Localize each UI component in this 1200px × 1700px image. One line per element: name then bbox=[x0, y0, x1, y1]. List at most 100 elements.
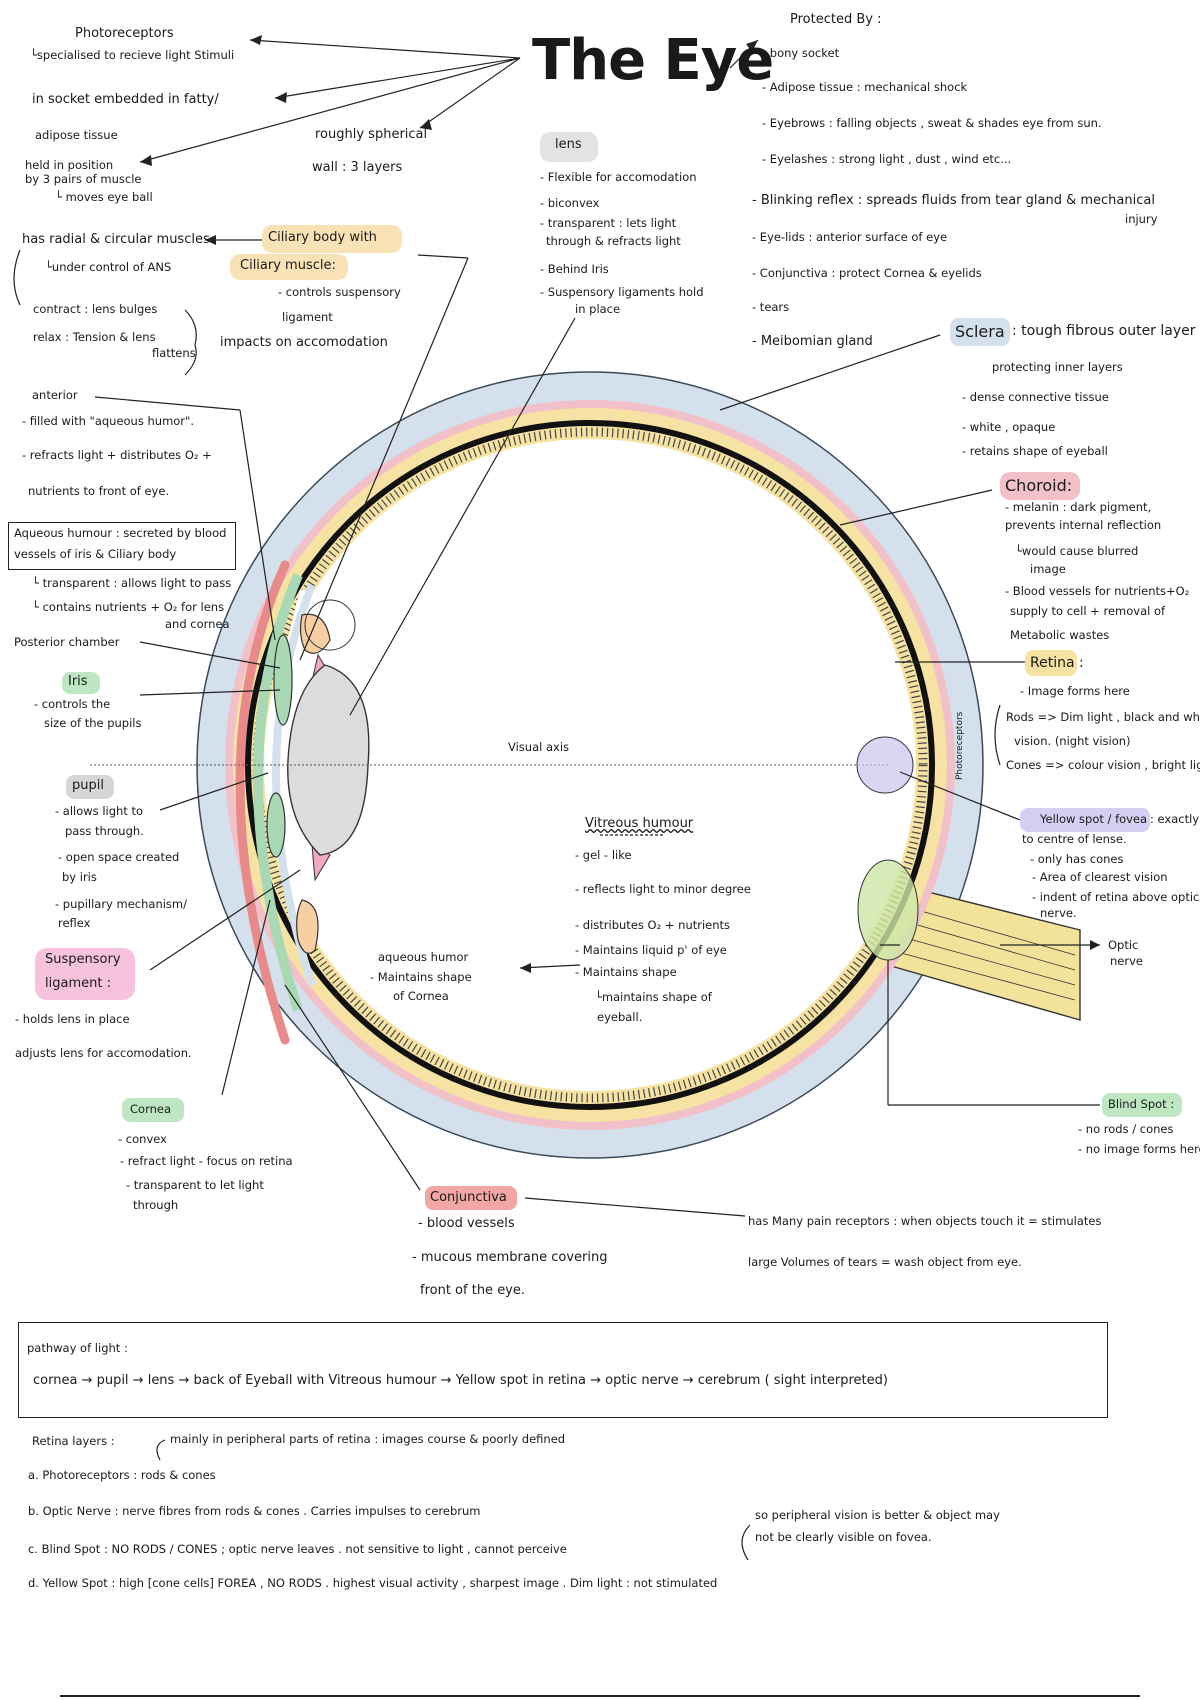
label-sclera: Sclera bbox=[955, 322, 1005, 341]
note-iris-2: size of the pupils bbox=[44, 716, 142, 730]
note-nutrients-front: nutrients to front of eye. bbox=[28, 484, 170, 498]
note-protected-7: - Conjunctiva : protect Cornea & eyelids bbox=[752, 266, 982, 280]
note-yellow-spot-4: - indent of retina above optic bbox=[1032, 890, 1200, 904]
note-protected-1: - bony socket bbox=[762, 46, 840, 60]
note-sclera-2: protecting inner layers bbox=[992, 360, 1123, 374]
note-aqueous-shape-2: of Cornea bbox=[393, 989, 449, 1003]
note-blind-spot-2: - no image forms here bbox=[1078, 1142, 1200, 1156]
note-peripheral-1: so peripheral vision is better & object … bbox=[755, 1508, 1000, 1522]
note-sclera-desc: : tough fibrous outer layer bbox=[1012, 323, 1196, 339]
note-conjunctiva-3: front of the eye. bbox=[420, 1283, 526, 1298]
note-contract: contract : lens bulges bbox=[33, 302, 158, 316]
label-pathway: pathway of light : bbox=[27, 1341, 128, 1355]
note-lens-5: - Behind Iris bbox=[540, 262, 609, 276]
note-adjusts: adjusts lens for accomodation. bbox=[15, 1046, 192, 1060]
label-retina-layers: Retina layers : bbox=[32, 1434, 115, 1448]
iris-lower bbox=[266, 792, 286, 858]
aqueous-box-line-2: vessels of iris & Ciliary body bbox=[14, 547, 177, 561]
pathway-of-light-box: pathway of light : cornea → pupil → lens… bbox=[18, 1322, 1108, 1418]
note-cornea-2: - refract light - focus on retina bbox=[120, 1154, 293, 1168]
note-yellow-spot-1: to centre of lense. bbox=[1022, 832, 1127, 846]
ciliary-body-lower bbox=[296, 899, 319, 954]
note-conjunctiva-1: - blood vessels bbox=[418, 1216, 515, 1231]
note-lens-4: through & refracts light bbox=[546, 234, 681, 248]
label-conjunctiva: Conjunctiva bbox=[430, 1190, 507, 1205]
label-ciliary-body: Ciliary body with bbox=[268, 230, 377, 245]
note-peripheral-2: not be clearly visible on fovea. bbox=[755, 1530, 932, 1544]
label-choroid: Choroid: bbox=[1005, 476, 1073, 495]
note-wall: wall : 3 layers bbox=[312, 160, 403, 175]
note-relax-1: relax : Tension & lens bbox=[33, 330, 156, 344]
note-protected-6: - Eye-lids : anterior surface of eye bbox=[752, 230, 948, 244]
label-posterior-chamber: Posterior chamber bbox=[14, 635, 120, 649]
note-roughly-spherical: roughly spherical bbox=[315, 127, 428, 142]
ciliary-body-upper bbox=[299, 613, 331, 654]
label-optic-nerve-2: nerve bbox=[1110, 954, 1143, 968]
note-pupil-2: pass through. bbox=[65, 824, 144, 838]
label-aqueous-humor: aqueous humor bbox=[378, 950, 469, 964]
note-cornea-1: - convex bbox=[118, 1132, 167, 1146]
note-protected-5b: injury bbox=[1125, 212, 1158, 226]
note-retina-3: vision. (night vision) bbox=[1014, 734, 1131, 748]
note-sclera-4: - white , opaque bbox=[962, 420, 1056, 434]
label-photoreceptors-side: Photoreceptors bbox=[955, 711, 965, 780]
note-vitreous-1: - gel - like bbox=[575, 848, 632, 862]
note-vitreous-5: - Maintains shape bbox=[575, 965, 677, 979]
page-bottom-rule bbox=[60, 1695, 1140, 1697]
page-title: The Eye bbox=[532, 28, 774, 93]
note-holds: - holds lens in place bbox=[15, 1012, 130, 1026]
note-protected-8: - tears bbox=[752, 300, 790, 314]
label-suspensory-1: Suspensory bbox=[45, 952, 121, 967]
note-socket: in socket embedded in fatty/ bbox=[32, 92, 219, 107]
note-lens-6: - Suspensory ligaments hold bbox=[540, 285, 704, 299]
note-sclera-5: - retains shape of eyeball bbox=[962, 444, 1108, 458]
label-optic-nerve-1: Optic bbox=[1108, 938, 1139, 952]
pathway-steps: cornea → pupil → lens → back of Eyeball … bbox=[33, 1373, 888, 1388]
note-pain-receptors: has Many pain receptors : when objects t… bbox=[748, 1214, 1102, 1228]
note-photoreceptors: └specialised to recieve light Stimuli bbox=[30, 48, 235, 62]
note-lens-2: - biconvex bbox=[540, 196, 600, 210]
note-retina-4: Cones => colour vision , bright light bbox=[1006, 758, 1200, 772]
note-retina-layers: mainly in peripheral parts of retina : i… bbox=[170, 1432, 566, 1446]
lens bbox=[287, 664, 370, 856]
note-transparent: └ transparent : allows light to pass bbox=[32, 576, 232, 590]
label-pupil: pupil bbox=[72, 778, 104, 793]
note-yellow-spot-0: : exactly bbox=[1150, 812, 1200, 826]
note-choroid-7: Metabolic wastes bbox=[1010, 628, 1110, 642]
note-retina-1: - Image forms here bbox=[1020, 684, 1130, 698]
note-ans: └under control of ANS bbox=[45, 260, 172, 274]
note-refracts: - refracts light + distributes O₂ + bbox=[22, 448, 212, 462]
note-cornea-3: - transparent to let light bbox=[126, 1178, 264, 1192]
label-cornea: Cornea bbox=[130, 1102, 172, 1116]
note-pupil-4: by iris bbox=[62, 870, 97, 884]
note-adipose: adipose tissue bbox=[35, 128, 118, 142]
note-choroid-4: image bbox=[1030, 562, 1066, 576]
note-pupil-5: - pupillary mechanism/ bbox=[55, 897, 188, 911]
cornea-layer-green bbox=[253, 573, 303, 1012]
note-yellow-spot-5: nerve. bbox=[1040, 906, 1077, 920]
note-held-3: └ moves eye ball bbox=[55, 190, 153, 204]
note-impacts: impacts on accomodation bbox=[220, 335, 388, 350]
label-highlights bbox=[35, 132, 1182, 1210]
label-visual-axis: Visual axis bbox=[508, 740, 570, 754]
label-iris: Iris bbox=[68, 674, 88, 689]
note-vitreous-4: - Maintains liquid p' of eye bbox=[575, 943, 727, 957]
note-vitreous-7: eyeball. bbox=[597, 1010, 643, 1024]
cornea-layer-red bbox=[235, 560, 290, 1045]
label-retina: Retina : bbox=[1030, 655, 1084, 671]
arrowheads bbox=[140, 35, 1100, 973]
note-protected-4: - Eyelashes : strong light , dust , wind… bbox=[762, 152, 1012, 166]
note-choroid-3: └would cause blurred bbox=[1015, 544, 1139, 558]
fovea bbox=[856, 736, 914, 794]
note-cornea-4: through bbox=[133, 1198, 179, 1212]
ciliary-highlight bbox=[304, 599, 356, 651]
retina-layer-c: c. Blind Spot : NO RODS / CONES ; optic … bbox=[28, 1542, 567, 1556]
label-anterior: anterior bbox=[32, 388, 78, 402]
label-photoreceptors: Photoreceptors bbox=[75, 26, 174, 41]
note-contains-1: └ contains nutrients + O₂ for lens bbox=[32, 600, 225, 614]
aqueous-humour-box: Aqueous humour : secreted by blood vesse… bbox=[8, 522, 236, 570]
retina-layer-a: a. Photoreceptors : rods & cones bbox=[28, 1468, 216, 1482]
note-pupil-6: reflex bbox=[58, 916, 91, 930]
note-pupil-1: - allows light to bbox=[55, 804, 144, 818]
note-contains-2: and cornea bbox=[165, 617, 230, 631]
